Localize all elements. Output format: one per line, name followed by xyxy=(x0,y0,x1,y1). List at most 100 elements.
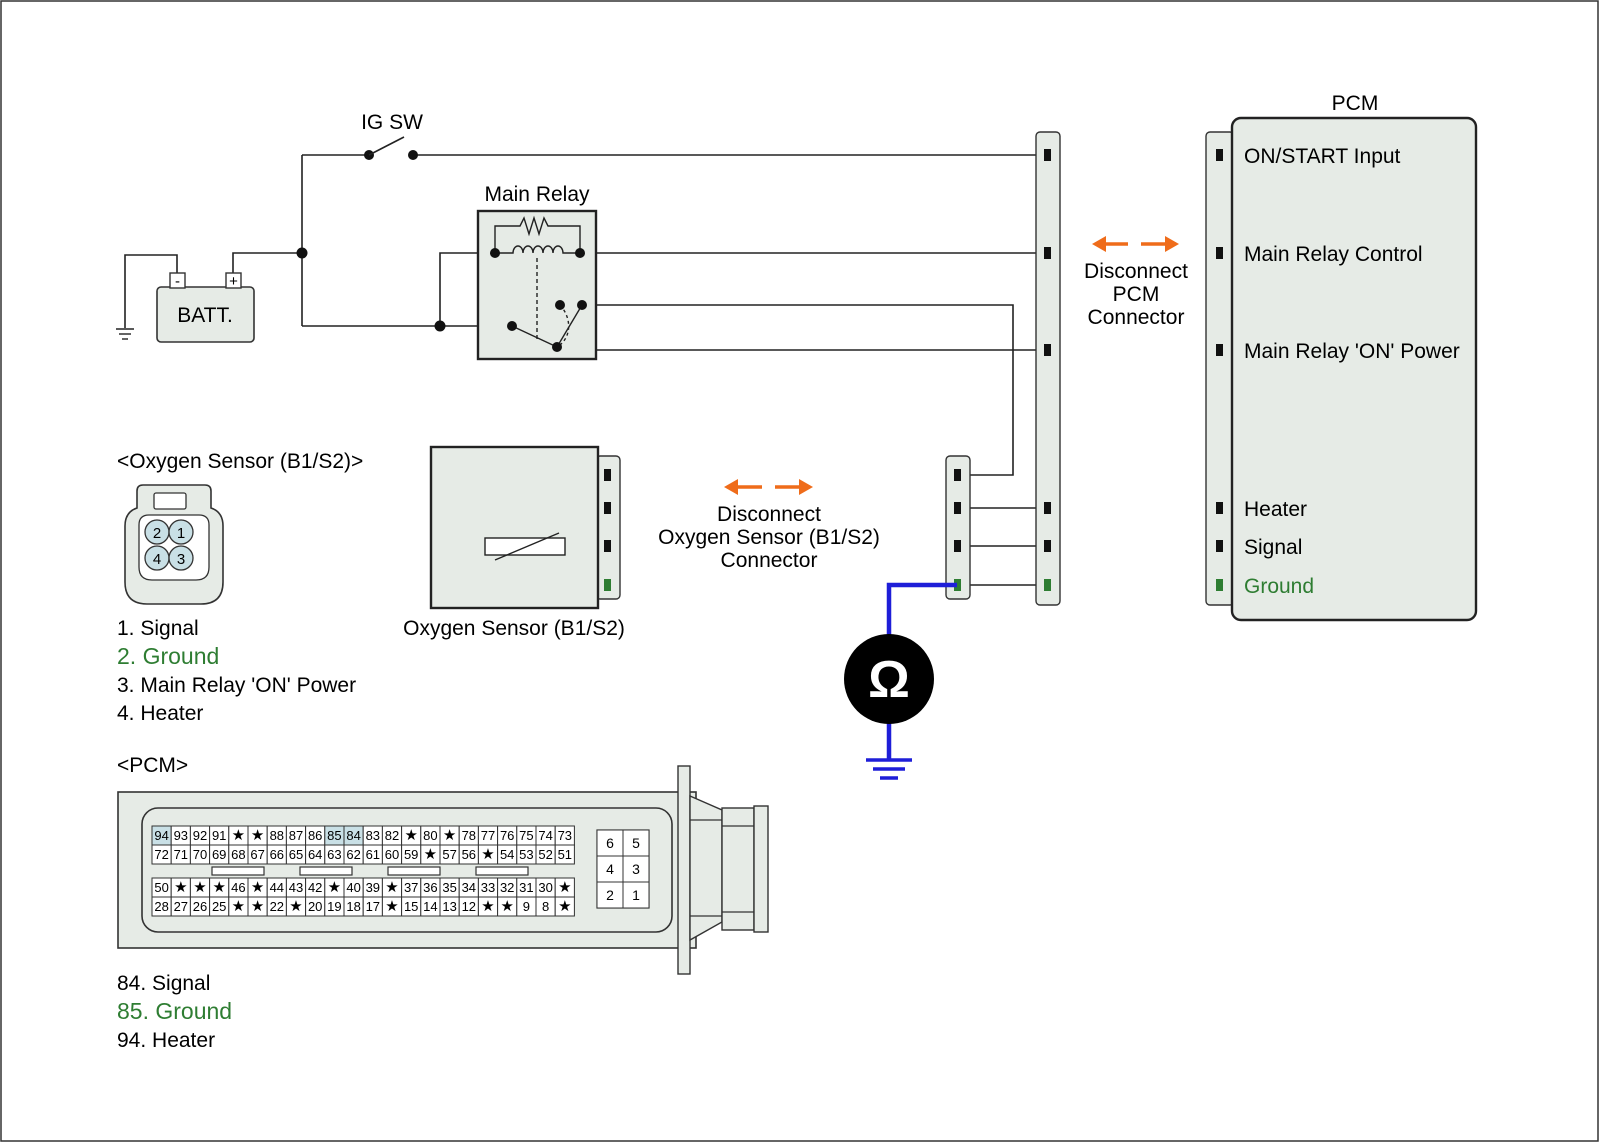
pcm-pin-unused: ★ xyxy=(481,898,494,915)
pcm-pin-unused: ★ xyxy=(251,827,264,844)
pcm-pin-18: 18 xyxy=(346,899,360,914)
pcm-pin-94: 94 xyxy=(154,828,168,843)
disconnect-o2-arrows-icon xyxy=(724,479,813,495)
pcm-small-pin-cell xyxy=(622,855,650,883)
pcm-pin-65: 65 xyxy=(289,847,303,862)
pcm-terminal-main-relay-control: Main Relay Control xyxy=(1244,243,1423,266)
pcm-small-pin-cell xyxy=(596,855,624,883)
pcm-pin-8: 8 xyxy=(542,899,549,914)
pcm-pin-91: 91 xyxy=(212,828,226,843)
pcm-pin-92: 92 xyxy=(193,828,207,843)
pcm-pin-66: 66 xyxy=(270,847,284,862)
pcm-title: PCM xyxy=(1332,92,1379,115)
pcm-pin-unused: ★ xyxy=(251,898,264,915)
pcm-harness-connector xyxy=(1035,131,1061,606)
pcm-pin-27: 27 xyxy=(174,899,188,914)
pcm-keys xyxy=(211,866,529,876)
pcm-pin-73: 73 xyxy=(558,828,572,843)
pcm-pin-unused: ★ xyxy=(193,879,206,896)
pcm-pin-unused: ★ xyxy=(481,846,494,863)
pcm-legend-heater: 94. Heater xyxy=(117,1029,215,1052)
disconnect-pcm-line3: Connector xyxy=(1088,306,1185,329)
ignition-switch: IG SW xyxy=(361,111,423,160)
disconnect-pcm-line1: Disconnect xyxy=(1084,260,1188,283)
pcm-pin-82: 82 xyxy=(385,828,399,843)
o2-legend-heater: 4. Heater xyxy=(117,702,203,725)
pcm-pin-83: 83 xyxy=(366,828,380,843)
pcm-pin-46: 46 xyxy=(231,880,245,895)
pcm-small-pin-1: 1 xyxy=(632,887,640,903)
junction-dots xyxy=(296,247,446,332)
disconnect-pcm-arrows-icon xyxy=(1092,236,1179,252)
pcm-pin-40: 40 xyxy=(346,880,360,895)
pcm-small-pin-2: 2 xyxy=(606,887,614,903)
pcm-pin-unused: ★ xyxy=(424,846,437,863)
o2-pin-3: 3 xyxy=(177,551,185,568)
pcm-terminal-on-start-input: ON/START Input xyxy=(1244,145,1401,168)
pcm-pin-unused: ★ xyxy=(212,879,225,896)
battery-pos-terminal: + xyxy=(229,273,238,290)
pcm-pin-36: 36 xyxy=(423,880,437,895)
pcm-pin-43: 43 xyxy=(289,880,303,895)
pcm-small-pin-3: 3 xyxy=(632,861,640,877)
o2-sensor-label: Oxygen Sensor (B1/S2) xyxy=(403,617,625,640)
disconnect-o2-line3: Connector xyxy=(721,549,818,572)
pcm-pin-78: 78 xyxy=(462,828,476,843)
pcm-pin-30: 30 xyxy=(538,880,552,895)
pcm-pin-unused: ★ xyxy=(385,879,398,896)
o2-legend-ground: 2. Ground xyxy=(117,643,219,669)
pcm-pin-57: 57 xyxy=(442,847,456,862)
pcm-pin-76: 76 xyxy=(500,828,514,843)
wires xyxy=(124,154,1048,586)
pcm-pin-unused: ★ xyxy=(558,879,571,896)
pcm-pin-69: 69 xyxy=(212,847,226,862)
o2-legend-signal: 1. Signal xyxy=(117,617,199,640)
ohmmeter-ground-icon xyxy=(866,758,912,780)
pcm-pin-51: 51 xyxy=(558,847,572,862)
disconnect-pcm-line2: PCM xyxy=(1113,283,1160,306)
o2-pin-1: 1 xyxy=(177,525,185,542)
pcm-terminal-signal: Signal xyxy=(1244,536,1302,559)
pcm-pin-19: 19 xyxy=(327,899,341,914)
pcm-small-pin-5: 5 xyxy=(632,835,640,851)
pcm-pin-70: 70 xyxy=(193,847,207,862)
pcm-pin-44: 44 xyxy=(270,880,284,895)
pcm-pin-80: 80 xyxy=(423,828,437,843)
battery-neg-terminal: - xyxy=(175,273,180,290)
pcm-pin-26: 26 xyxy=(193,899,207,914)
pcm-pin-42: 42 xyxy=(308,880,322,895)
pcm-terminal-ground: Ground xyxy=(1244,575,1314,598)
pcm-pin-unused: ★ xyxy=(558,898,571,915)
pcm-pin-28: 28 xyxy=(154,899,168,914)
main-relay: Main Relay xyxy=(476,183,598,361)
main-relay-label: Main Relay xyxy=(484,183,590,206)
pcm-pin-53: 53 xyxy=(519,847,533,862)
disconnect-o2-line1: Disconnect xyxy=(717,503,821,526)
pcm-small-pin-4: 4 xyxy=(606,861,614,877)
pcm-small-pin-cell xyxy=(622,881,650,909)
pcm-pin-33: 33 xyxy=(481,880,495,895)
pcm-pin-cell xyxy=(554,844,575,865)
pcm-pin-64: 64 xyxy=(308,847,322,862)
pcm-pin-unused: ★ xyxy=(251,879,264,896)
pcm-pin-60: 60 xyxy=(385,847,399,862)
pcm-module: PCM ON/START Input Main Relay Control Ma… xyxy=(1205,92,1478,622)
pcm-pin-32: 32 xyxy=(500,880,514,895)
pcm-pin-71: 71 xyxy=(174,847,188,862)
pcm-pin-72: 72 xyxy=(154,847,168,862)
battery-label: BATT. xyxy=(177,304,233,327)
pcm-terminal-heater: Heater xyxy=(1244,498,1307,521)
pcm-pin-15: 15 xyxy=(404,899,418,914)
pcm-pin-9: 9 xyxy=(523,899,530,914)
pcm-pin-75: 75 xyxy=(519,828,533,843)
pcm-pin-77: 77 xyxy=(481,828,495,843)
pcm-pin-unused: ★ xyxy=(328,879,341,896)
pcm-pin-59: 59 xyxy=(404,847,418,862)
pcm-pin-85: 85 xyxy=(327,828,341,843)
pcm-pin-37: 37 xyxy=(404,880,418,895)
pcm-pin-50: 50 xyxy=(154,880,168,895)
pcm-pin-25: 25 xyxy=(212,899,226,914)
pcm-pin-67: 67 xyxy=(250,847,264,862)
